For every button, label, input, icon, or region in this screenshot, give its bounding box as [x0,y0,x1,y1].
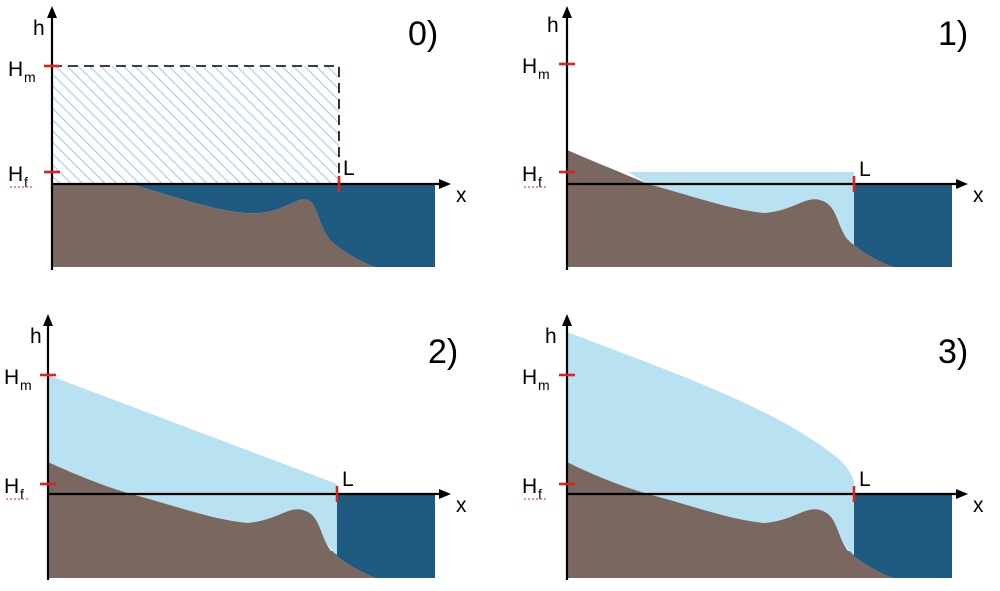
sea-region [331,494,435,578]
h-axis-label: h [30,325,42,348]
panel-title: 3) [938,333,968,371]
h-axis-arrow [43,314,53,326]
panel-1: h x H m H f L 1) [522,6,984,270]
panel-2: h x H m H f L 2) [4,314,467,580]
l-label: L [859,158,871,181]
x-axis-arrow [439,489,451,499]
sea-region [130,184,435,267]
hf-label: H [522,475,537,498]
x-axis-arrow [956,489,968,499]
panel-title: 0) [408,15,438,53]
ice-region [48,375,337,555]
l-label: L [342,468,354,491]
panel-title: 1) [938,15,968,53]
bedrock [567,150,893,267]
panel-3: h x H m H f L 3) [522,314,984,580]
l-label: L [343,157,355,180]
bedrock [52,184,375,267]
x-axis-label: x [973,184,984,207]
hm-subscript: m [24,69,36,85]
ice-region [567,332,854,555]
bedrock [567,462,893,578]
hf-subscript: f [538,486,542,502]
hm-label: H [522,366,537,389]
x-axis-label: x [456,184,467,207]
hm-subscript: m [20,377,32,393]
x-axis-label: x [973,494,984,517]
panel-0: h x H m H f L 0) [8,6,467,270]
x-axis-arrow [956,179,968,189]
sea-region [848,494,952,578]
h-axis-arrow [47,6,57,18]
h-axis-label: h [547,14,559,37]
hf-subscript: f [538,174,542,190]
x-axis-label: x [456,494,467,517]
hm-label: H [4,366,19,389]
hm-subscript: m [538,377,550,393]
hatched-initial-state [52,66,339,184]
panel-title: 2) [428,333,458,371]
hf-label: H [8,163,23,186]
hf-subscript: f [20,486,24,502]
ice-region [628,172,854,245]
bedrock [48,462,376,578]
hm-label: H [8,58,23,81]
h-axis-label: h [33,17,45,40]
h-axis-arrow [562,6,572,18]
hm-label: H [522,55,537,78]
x-axis-arrow [439,179,451,189]
hf-label: H [4,475,19,498]
sea-region [848,184,952,267]
l-label: L [859,468,871,491]
hf-subscript: f [24,174,28,190]
hm-subscript: m [538,66,550,82]
h-axis-arrow [562,314,572,326]
h-axis-label: h [545,325,557,348]
hf-label: H [522,163,537,186]
